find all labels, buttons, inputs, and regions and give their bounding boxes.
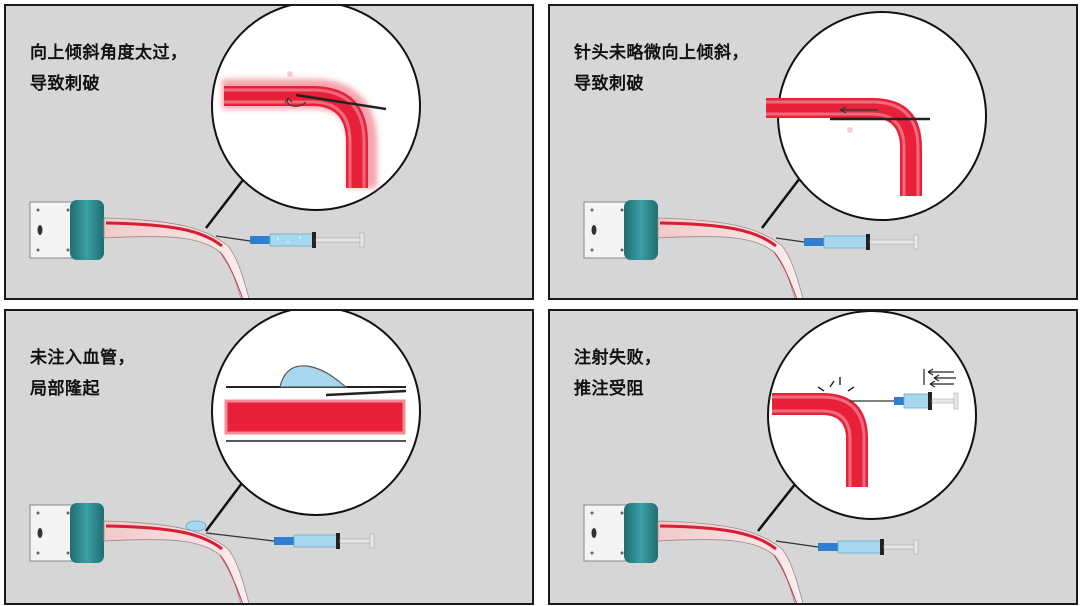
syringe-barrel	[823, 235, 869, 249]
panel-top-left: 向上倾斜角度太过， 导致刺破	[4, 4, 534, 300]
push-arrows-icon	[923, 368, 956, 388]
syringe-barrel	[903, 393, 931, 409]
needle	[215, 235, 251, 242]
vein-segment	[224, 399, 406, 435]
panel-caption: 未注入血管， 局部隆起	[30, 343, 135, 405]
plunger-flange	[369, 533, 375, 549]
tail-vein	[659, 221, 777, 248]
illustration	[29, 6, 421, 298]
plunger-stopper	[866, 234, 870, 250]
plunger-stopper	[336, 533, 340, 549]
needle-tip	[295, 93, 387, 111]
needle-tip	[325, 389, 407, 397]
plunger-rod	[883, 544, 915, 550]
zoom-connector	[205, 175, 247, 229]
restrainer-cap	[70, 503, 104, 563]
fluid-bulge	[279, 365, 348, 388]
syringe-barrel	[293, 534, 339, 548]
illustration	[29, 311, 421, 603]
mouse-tail	[657, 217, 804, 298]
tail-vein	[105, 524, 223, 551]
zoom-connector	[205, 482, 243, 532]
needle-hub	[804, 238, 824, 246]
plunger-rod	[339, 538, 371, 544]
syringe-barrel	[837, 540, 883, 554]
mouse-tail-assembly	[583, 200, 804, 298]
tail-vein	[659, 524, 777, 551]
zoom-connector	[757, 482, 797, 532]
syringe	[775, 234, 919, 250]
zoom-circle	[211, 311, 421, 516]
plunger-stopper	[880, 539, 884, 555]
plunger-rod	[869, 239, 915, 245]
syringe-barrel	[269, 233, 315, 247]
needle	[205, 532, 275, 542]
plunger-rod	[315, 237, 361, 243]
curved-arrow	[286, 97, 307, 107]
plunger-flange	[913, 539, 919, 555]
panel-top-right: 针头未略微向上倾斜， 导致刺破	[548, 4, 1078, 300]
zoom-circle	[211, 6, 421, 211]
vein-segment	[766, 98, 922, 196]
mouse-tail-assembly	[583, 503, 804, 603]
restrainer-cap	[624, 200, 658, 260]
tail-vein	[105, 221, 223, 248]
caption-line-2: 局部隆起	[30, 379, 100, 399]
needle-hub	[250, 236, 270, 244]
caption-line-2: 推注受阻	[574, 379, 644, 399]
mouse-tail	[103, 217, 250, 298]
needle	[775, 237, 805, 243]
vein-segment	[772, 393, 868, 487]
needle-hub	[818, 543, 838, 551]
panel-caption: 向上倾斜角度太过， 导致刺破	[30, 38, 188, 100]
restrainer-cap	[624, 503, 658, 563]
zoom-circle	[767, 311, 977, 520]
illustration	[583, 11, 987, 298]
caption-line-1: 未注入血管，	[30, 348, 135, 368]
caption-line-1: 针头未略微向上倾斜，	[574, 43, 749, 63]
caption-line-1: 注射失败，	[574, 348, 662, 368]
zoom-circle	[766, 11, 987, 221]
needle-hub	[894, 397, 904, 405]
illustration	[583, 311, 977, 603]
impact-lines-icon	[817, 377, 855, 392]
needle	[775, 540, 819, 548]
needle-hub	[274, 537, 294, 545]
caption-line-1: 向上倾斜角度太过，	[30, 43, 188, 63]
caption-line-2: 导致刺破	[574, 74, 644, 94]
mouse-tail-assembly	[29, 503, 250, 603]
syringe	[775, 539, 919, 555]
panel-bottom-right: 注射失败， 推注受阻	[548, 309, 1078, 605]
panel-caption: 针头未略微向上倾斜， 导致刺破	[574, 38, 749, 100]
panel-caption: 注射失败， 推注受阻	[574, 343, 662, 405]
panel-bottom-left: 未注入血管， 局部隆起	[4, 309, 534, 605]
syringe	[205, 532, 375, 549]
subcutaneous-bulge	[185, 520, 207, 532]
mouse-tail	[103, 520, 250, 603]
plunger-stopper	[312, 232, 316, 248]
restrainer-cap	[70, 200, 104, 260]
plunger-flange	[913, 234, 919, 250]
mouse-tail-assembly	[29, 200, 250, 298]
plunger-flange	[359, 232, 365, 248]
vein-segment	[224, 86, 368, 188]
mouse-tail	[657, 520, 804, 603]
zoom-connector	[761, 177, 801, 229]
syringe	[215, 232, 365, 248]
caption-line-2: 导致刺破	[30, 74, 100, 94]
